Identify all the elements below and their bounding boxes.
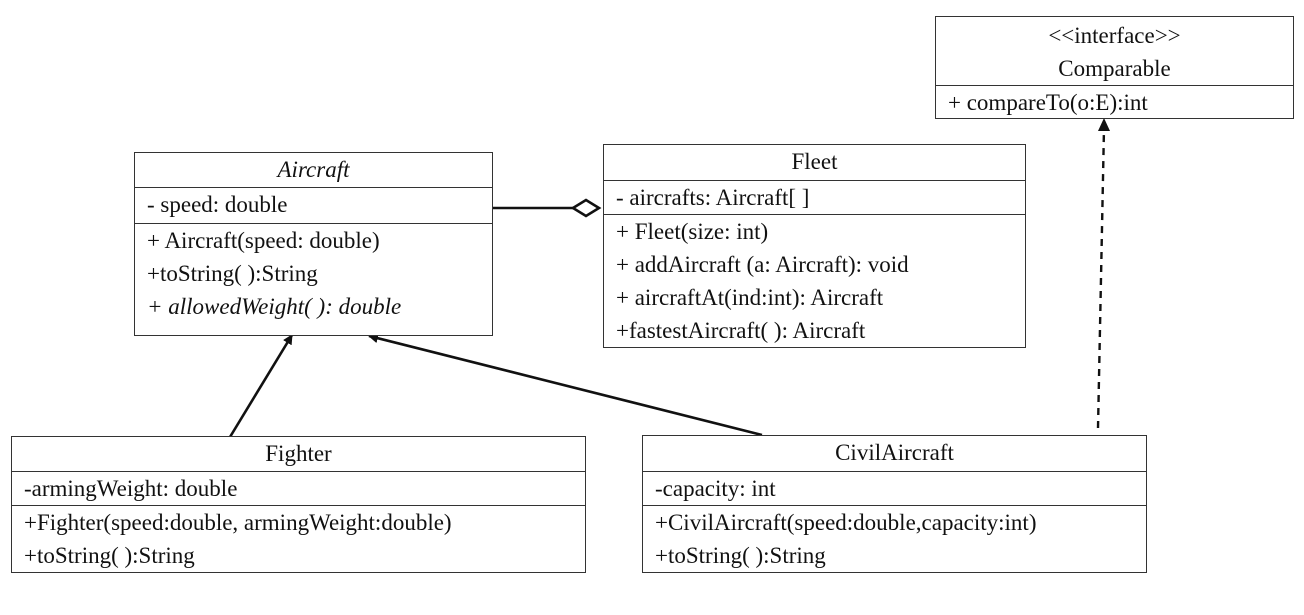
attr-aircrafts: - aircrafts: Aircraft[ ]	[616, 185, 810, 210]
class-fighter[interactable]: Fighter -armingWeight: double +Fighter(s…	[11, 436, 586, 573]
method-allowedweight: + allowedWeight( ): double	[147, 294, 402, 319]
class-name-comparable: Comparable	[1058, 56, 1171, 81]
method-fleet-constructor: + Fleet(size: int)	[616, 219, 769, 244]
stereotype-label: <<interface>>	[1048, 23, 1181, 48]
method-addaircraft: + addAircraft (a: Aircraft): void	[616, 252, 909, 277]
class-comparable[interactable]: <<interface>> Comparable + compareTo(o:E…	[935, 16, 1294, 119]
class-name-fleet: Fleet	[791, 149, 838, 174]
fighter-inherits-aircraft-edge	[228, 334, 294, 438]
method-civilaircraft-constructor: +CivilAircraft(speed:double,capacity:int…	[655, 510, 1037, 535]
class-fleet[interactable]: Fleet - aircrafts: Aircraft[ ] + Fleet(s…	[603, 144, 1026, 348]
method-compareto: + compareTo(o:E):int	[948, 90, 1148, 115]
aggregation-diamond	[570, 198, 602, 218]
attr-armingweight: -armingWeight: double	[24, 476, 238, 501]
class-aircraft[interactable]: Aircraft - speed: double + Aircraft(spee…	[134, 152, 493, 336]
method-tostring: +toString( ):String	[655, 543, 826, 568]
class-name-fighter: Fighter	[265, 441, 332, 466]
method-fastestaircraft: +fastestAircraft( ): Aircraft	[616, 318, 866, 343]
attr-capacity: -capacity: int	[655, 476, 776, 501]
method-aircraftat: + aircraftAt(ind:int): Aircraft	[616, 285, 884, 310]
civil-realizes-comparable-edge	[1096, 127, 1106, 429]
method-tostring: +toString( ):String	[24, 543, 195, 568]
method-tostring: +toString( ):String	[147, 261, 318, 286]
realization-arrowhead	[1098, 118, 1110, 131]
civil-inherits-aircraft-edge	[368, 333, 763, 437]
class-name-aircraft: Aircraft	[277, 157, 350, 182]
attr-speed: - speed: double	[147, 192, 288, 217]
class-civilaircraft[interactable]: CivilAircraft -capacity: int +CivilAircr…	[642, 435, 1147, 573]
method-aircraft-constructor: + Aircraft(speed: double)	[147, 228, 380, 253]
class-name-civilaircraft: CivilAircraft	[835, 440, 954, 465]
method-fighter-constructor: +Fighter(speed:double, armingWeight:doub…	[24, 510, 452, 535]
